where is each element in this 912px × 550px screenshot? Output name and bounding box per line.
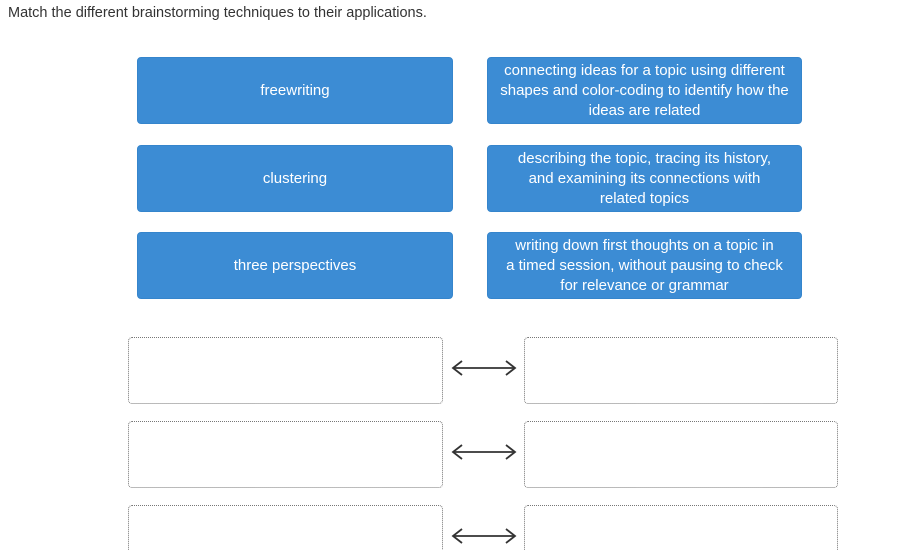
left-right-arrow-icon <box>449 525 519 547</box>
term-tile-freewriting[interactable]: freewriting <box>137 57 453 124</box>
match-slot-right-1[interactable] <box>524 337 838 404</box>
match-slot-right-2[interactable] <box>524 421 838 488</box>
definition-tile-3[interactable]: writing down first thoughts on a topic i… <box>487 232 802 299</box>
match-slot-left-3[interactable] <box>128 505 443 550</box>
match-slot-right-3[interactable] <box>524 505 838 550</box>
definition-tile-1[interactable]: connecting ideas for a topic using diffe… <box>487 57 802 124</box>
left-right-arrow-icon <box>449 441 519 463</box>
definition-tile-2[interactable]: describing the topic, tracing its histor… <box>487 145 802 212</box>
term-tile-clustering[interactable]: clustering <box>137 145 453 212</box>
match-slot-left-2[interactable] <box>128 421 443 488</box>
left-right-arrow-icon <box>449 357 519 379</box>
match-slot-left-1[interactable] <box>128 337 443 404</box>
term-tile-three-perspectives[interactable]: three perspectives <box>137 232 453 299</box>
page-title: Match the different brainstorming techni… <box>8 5 427 21</box>
